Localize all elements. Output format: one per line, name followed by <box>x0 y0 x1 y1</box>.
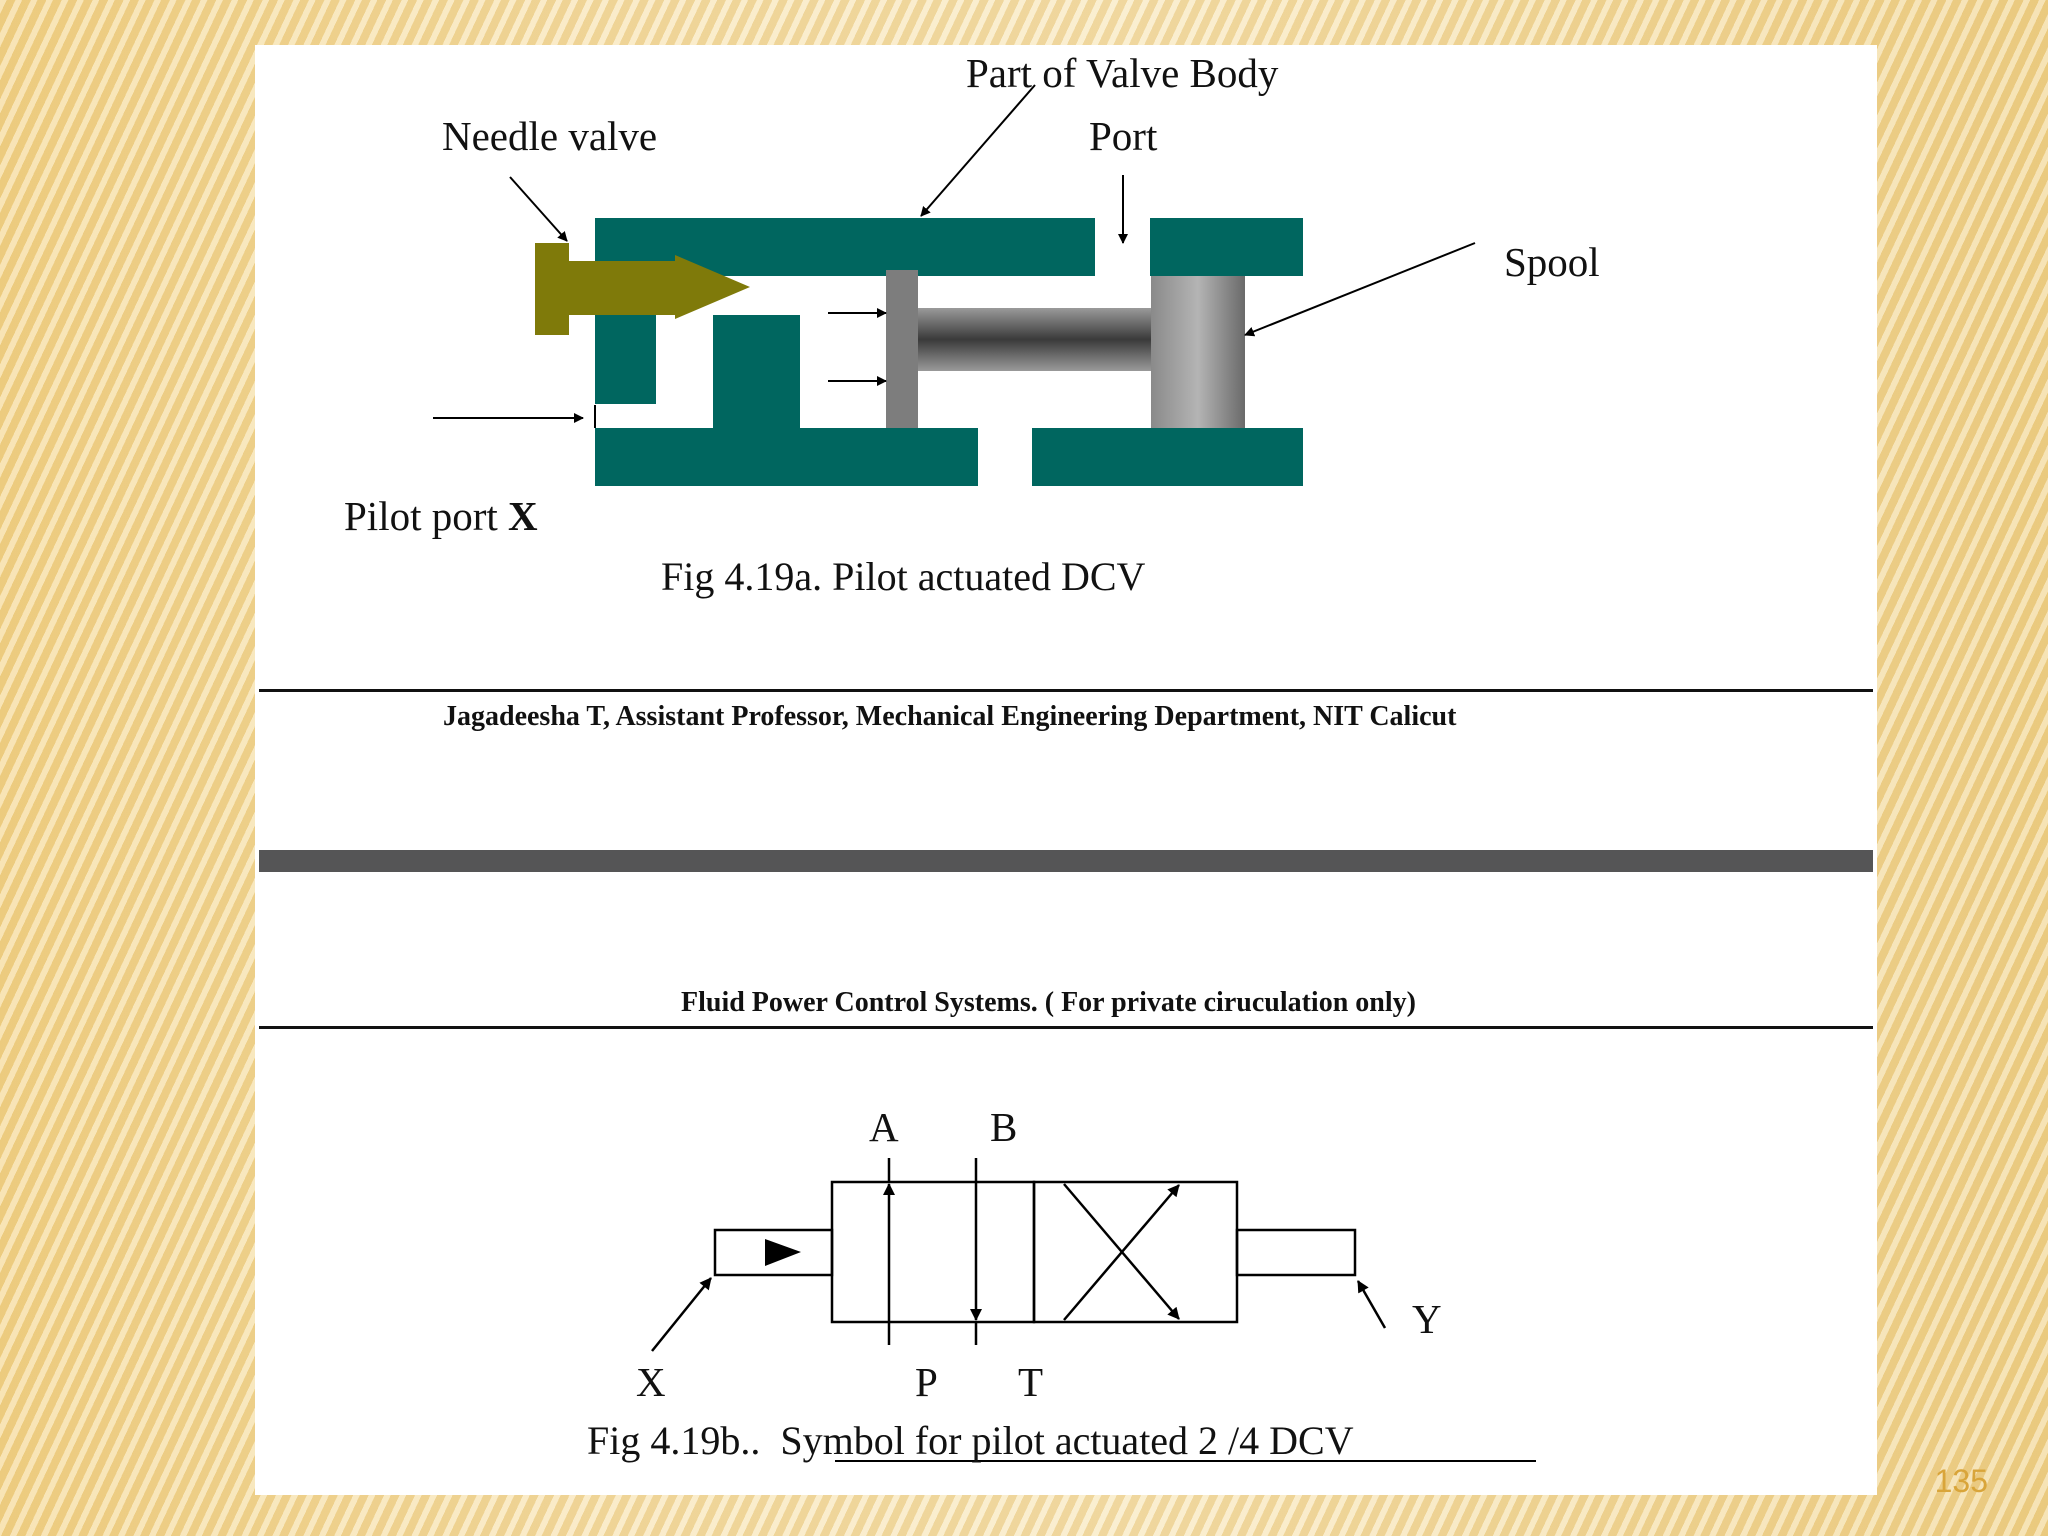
footer-rule <box>259 689 1873 692</box>
port-b-label: B <box>990 1104 1018 1150</box>
pilot-port-label: Pilot port X <box>344 492 538 540</box>
running-header: Fluid Power Control Systems. ( For priva… <box>681 987 1416 1018</box>
spool-rod <box>918 308 1151 371</box>
needle-valve-label: Needle valve <box>442 113 658 159</box>
dcv-symbol-diagram <box>651 1158 1536 1462</box>
pilot-triangle <box>765 1239 801 1266</box>
spool-left-land <box>886 270 918 428</box>
port-p-label: P <box>915 1359 938 1405</box>
valve-body-bottom-left <box>595 428 978 486</box>
valve-cross-section-diagram <box>433 84 1476 486</box>
port-label: Port <box>1089 113 1158 159</box>
pilot-x-label: X <box>636 1359 666 1405</box>
figure-b-caption-text: Symbol for pilot actuated 2 /4 DCV <box>780 1418 1354 1463</box>
pilot-port-text: Pilot port <box>344 493 498 539</box>
figure-b-caption: Fig 4.19b.. Symbol for pilot actuated 2 … <box>587 1417 1354 1464</box>
valve-envelope-parallel <box>830 1180 1036 1324</box>
valve-body-bottom-right <box>1032 428 1303 486</box>
spool-right-land <box>1151 276 1245 428</box>
port-t-label: T <box>1018 1359 1044 1405</box>
slide-number: 135 <box>1934 1463 1988 1499</box>
valve-body-top-right <box>1150 218 1303 276</box>
spool-pointer-arrow <box>1244 242 1476 337</box>
document-page: Part of Valve Body Needle valve Port Spo… <box>255 45 1877 1495</box>
spool-label: Spool <box>1504 239 1600 285</box>
page-break-bar <box>259 850 1873 872</box>
pilot-actuator-right <box>1235 1228 1357 1277</box>
valve-body-inner-block <box>713 315 800 428</box>
figure-a-caption: Fig 4.19a. Pilot actuated DCV <box>661 554 1146 599</box>
port-a-label: A <box>869 1104 899 1150</box>
pilot-y-pointer-arrow <box>1356 1280 1387 1329</box>
valve-body-label: Part of Valve Body <box>966 50 1279 96</box>
needle-valve-pointer-arrow <box>509 176 568 242</box>
pilot-y-label: Y <box>1412 1296 1442 1342</box>
valve-envelope-crossed <box>1032 1180 1239 1324</box>
pilot-x-pointer-arrow <box>651 1277 712 1352</box>
valve-body-pointer-arrow <box>920 84 1036 217</box>
cross-arrow-down <box>1063 1183 1180 1320</box>
needle-valve-shape <box>535 243 750 335</box>
header-rule <box>259 1026 1873 1029</box>
author-footer: Jagadeesha T, Assistant Professor, Mecha… <box>443 701 1457 732</box>
figure-b-caption-prefix: Fig 4.19b.. <box>587 1418 761 1463</box>
pilot-port-letter: X <box>508 493 538 539</box>
